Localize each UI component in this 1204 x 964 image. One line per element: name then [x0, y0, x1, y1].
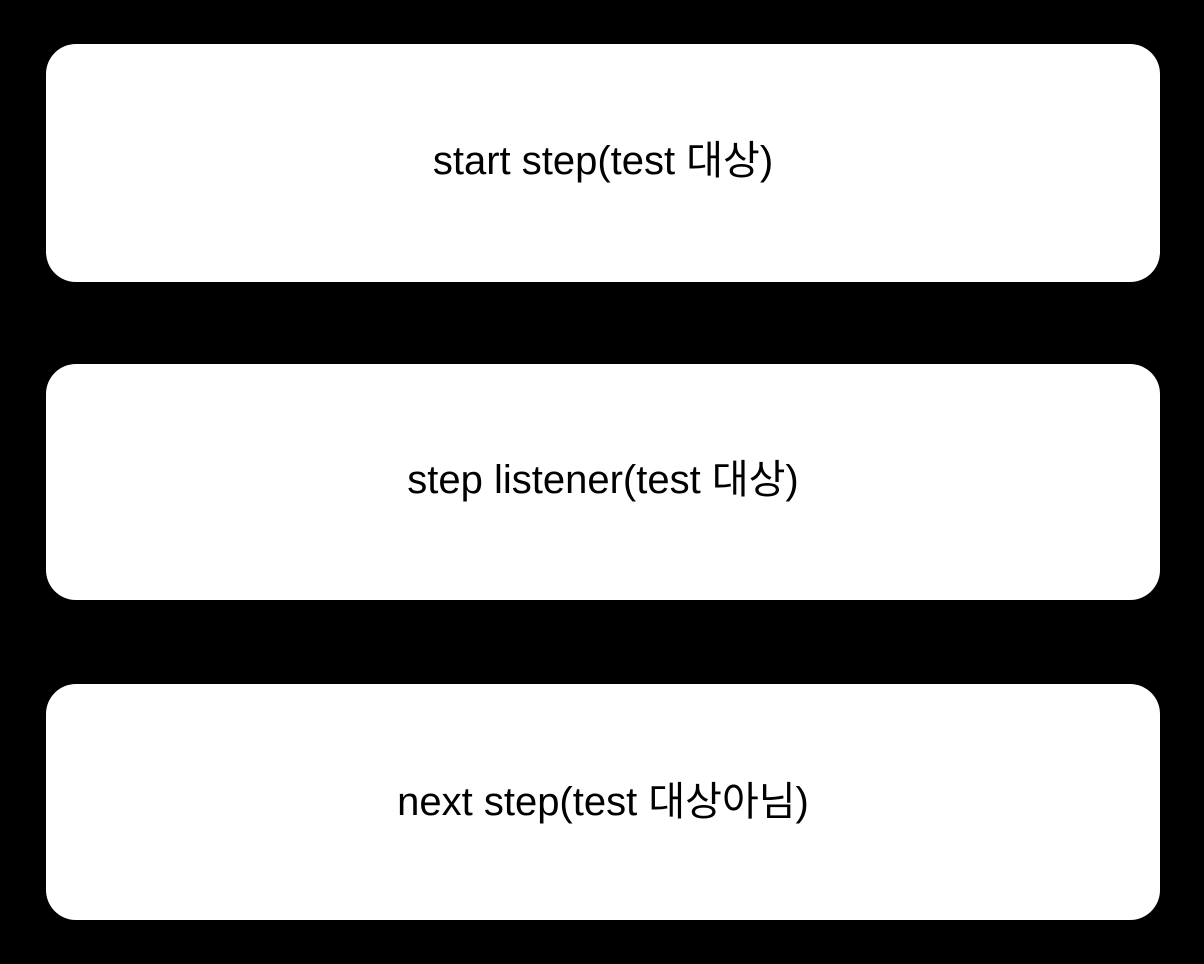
- step-node-next-step[interactable]: next step(test 대상아님): [46, 684, 1160, 920]
- step-node-label: next step(test 대상아님): [397, 780, 809, 824]
- step-node-start-step[interactable]: start step(test 대상): [46, 44, 1160, 282]
- step-node-label: step listener(test 대상): [407, 458, 799, 502]
- step-node-label: start step(test 대상): [432, 139, 774, 183]
- step-node-step-listener[interactable]: step listener(test 대상): [46, 364, 1160, 600]
